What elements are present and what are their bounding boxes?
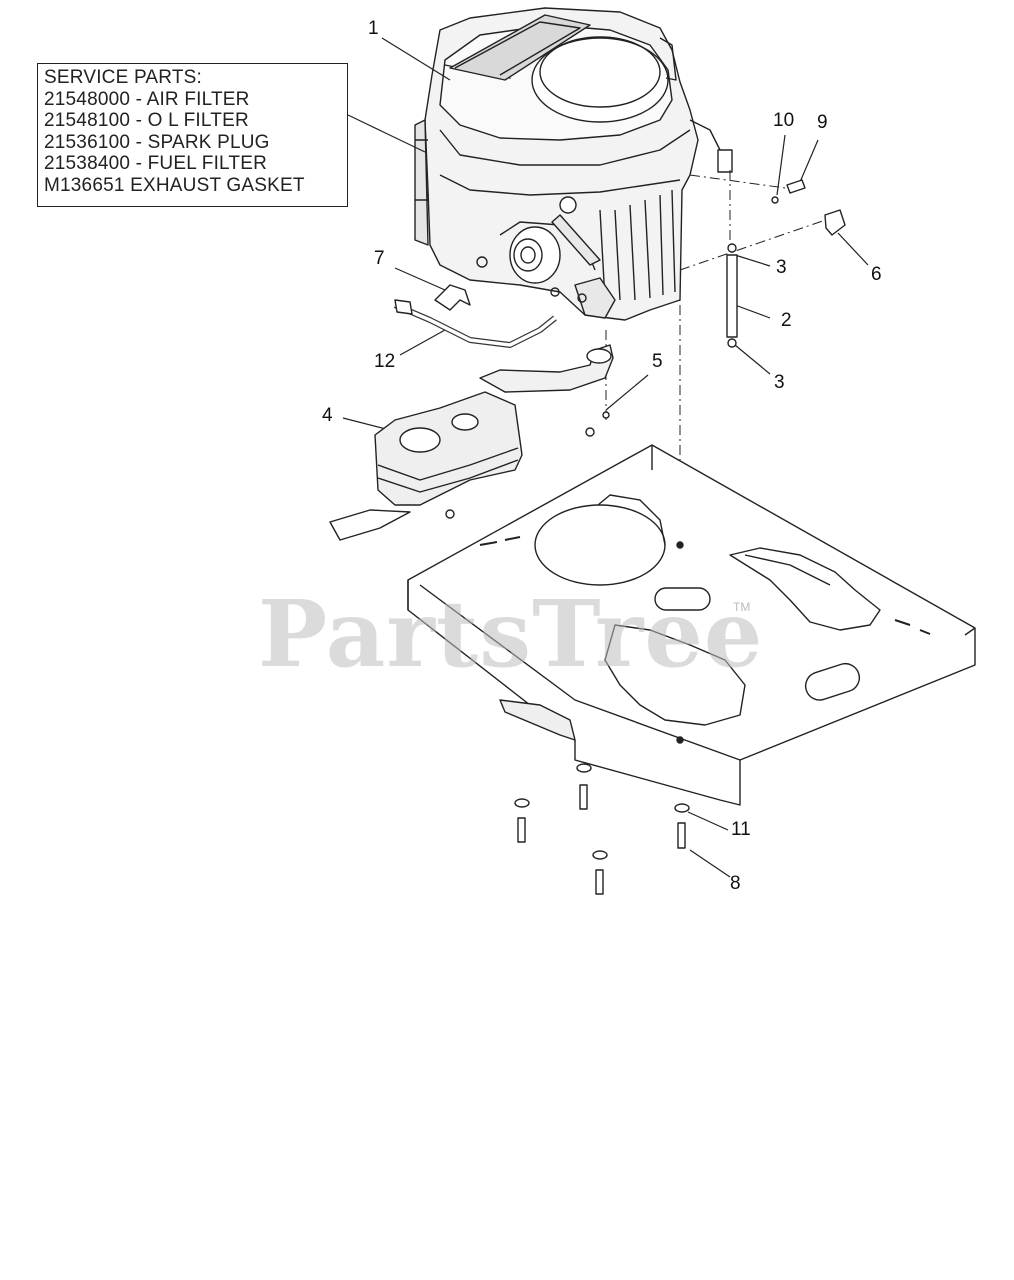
callout-1: 1 (368, 18, 379, 39)
callout-3b: 3 (774, 372, 785, 393)
callout-4: 4 (322, 405, 333, 426)
service-part-line: 21536100 - SPARK PLUG (44, 131, 270, 153)
service-part-line: 21548000 - AIR FILTER (44, 88, 250, 110)
callout-2: 2 (781, 310, 792, 331)
watermark-tm: TM (733, 600, 751, 614)
service-part-line: M136651 EXHAUST GASKET (44, 174, 305, 196)
muffler-drawing (329, 344, 614, 541)
fuel-filter-drawing (726, 179, 846, 348)
service-parts-box: SERVICE PARTS: 21548000 - AIR FILTER 215… (37, 63, 348, 207)
fuel-hose-drawing (393, 284, 557, 348)
leader-lines (342, 37, 869, 878)
service-part-line: 21538400 - FUEL FILTER (44, 153, 268, 174)
callout-10: 10 (773, 110, 795, 131)
callout-7: 7 (374, 248, 385, 269)
service-parts-heading: SERVICE PARTS: (44, 67, 203, 88)
callout-11: 11 (731, 819, 751, 840)
callout-5: 5 (652, 351, 663, 372)
callout-3: 3 (776, 257, 787, 278)
bolts-drawing (514, 763, 690, 895)
callout-9: 9 (817, 112, 828, 133)
callout-12: 12 (374, 351, 396, 372)
watermark-logo: PartsTree (258, 580, 764, 688)
engine-drawing (414, 7, 733, 321)
callout-8: 8 (730, 873, 741, 894)
engine-deck-drawing (407, 444, 976, 806)
callout-6: 6 (871, 264, 882, 285)
service-part-line: 21548100 - O L FILTER (44, 110, 249, 131)
